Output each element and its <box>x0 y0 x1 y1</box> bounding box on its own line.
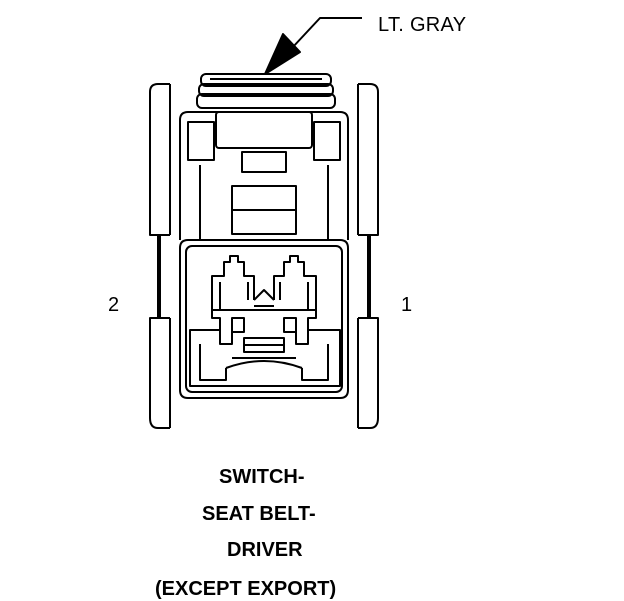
title-line-2: SEAT BELT- <box>202 503 316 525</box>
pin-number-right: 1 <box>401 294 413 316</box>
terminal-retainer <box>190 310 340 386</box>
terminal-cavity-right <box>274 256 316 310</box>
callout-leader <box>265 18 362 74</box>
title-line-3: DRIVER <box>227 539 303 561</box>
title-line-1: SWITCH- <box>219 466 305 488</box>
upper-housing <box>180 112 348 240</box>
right-side-clip <box>358 84 378 428</box>
color-callout-label: LT. GRAY <box>378 14 467 36</box>
title-line-4: (EXCEPT EXPORT) <box>155 578 337 600</box>
left-side-clip <box>150 84 170 428</box>
pin-number-left: 2 <box>108 294 120 316</box>
lower-housing <box>180 240 348 398</box>
center-key <box>254 290 274 306</box>
terminal-cavity-left <box>212 256 254 310</box>
latch-tab <box>197 74 335 108</box>
